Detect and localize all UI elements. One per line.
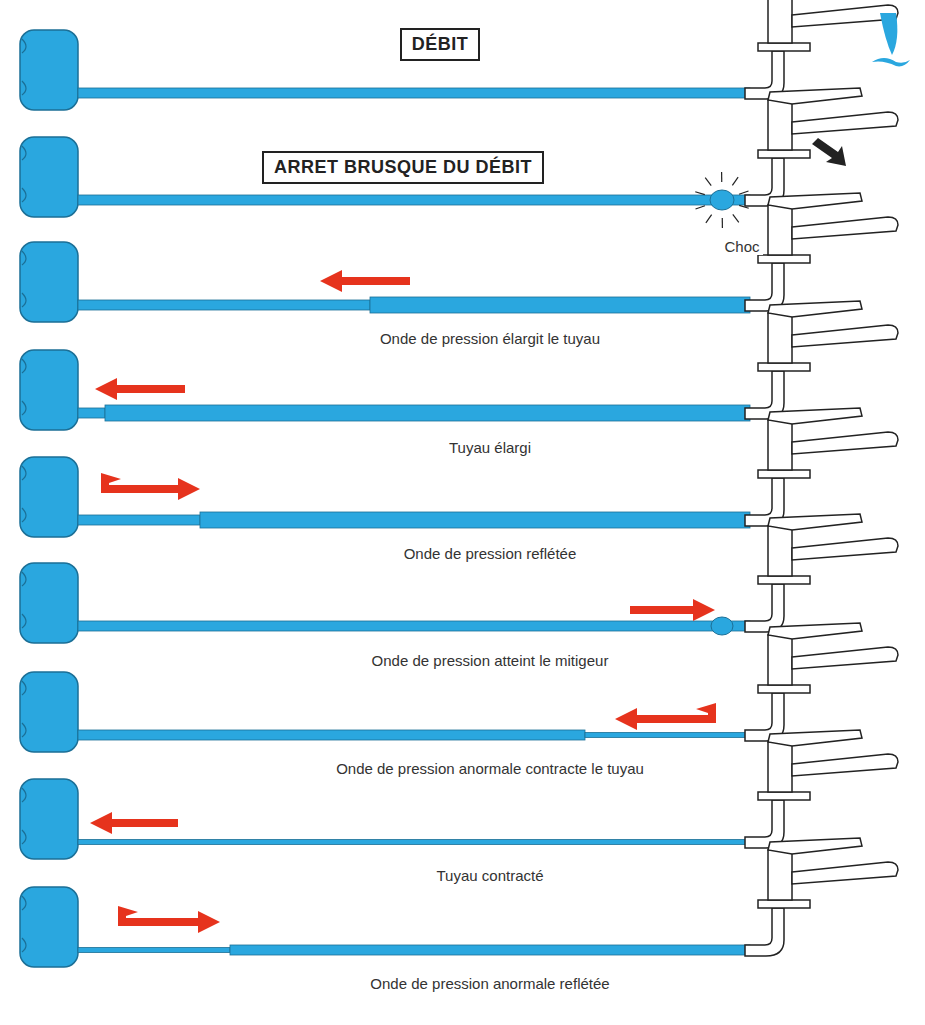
step-caption: Onde de pression élargit le tuyau	[377, 330, 603, 347]
step-caption: Tuyau élargi	[446, 439, 534, 456]
box-text: ARRET BRUSQUE DU DÉBIT	[274, 157, 532, 177]
step-caption: Onde de pression anormale contracte le t…	[333, 760, 647, 777]
step-caption: Onde de pression anormale reflétée	[367, 975, 612, 992]
box-text: DÉBIT	[412, 34, 469, 54]
step-caption: Tuyau contracté	[434, 867, 547, 884]
title-box: ARRET BRUSQUE DU DÉBIT	[262, 151, 544, 184]
title-box: DÉBIT	[400, 28, 481, 61]
callout-label: Choc	[721, 238, 762, 255]
step-caption: Onde de pression atteint le mitigeur	[369, 652, 612, 669]
step-caption: Onde de pression reflétée	[401, 545, 580, 562]
